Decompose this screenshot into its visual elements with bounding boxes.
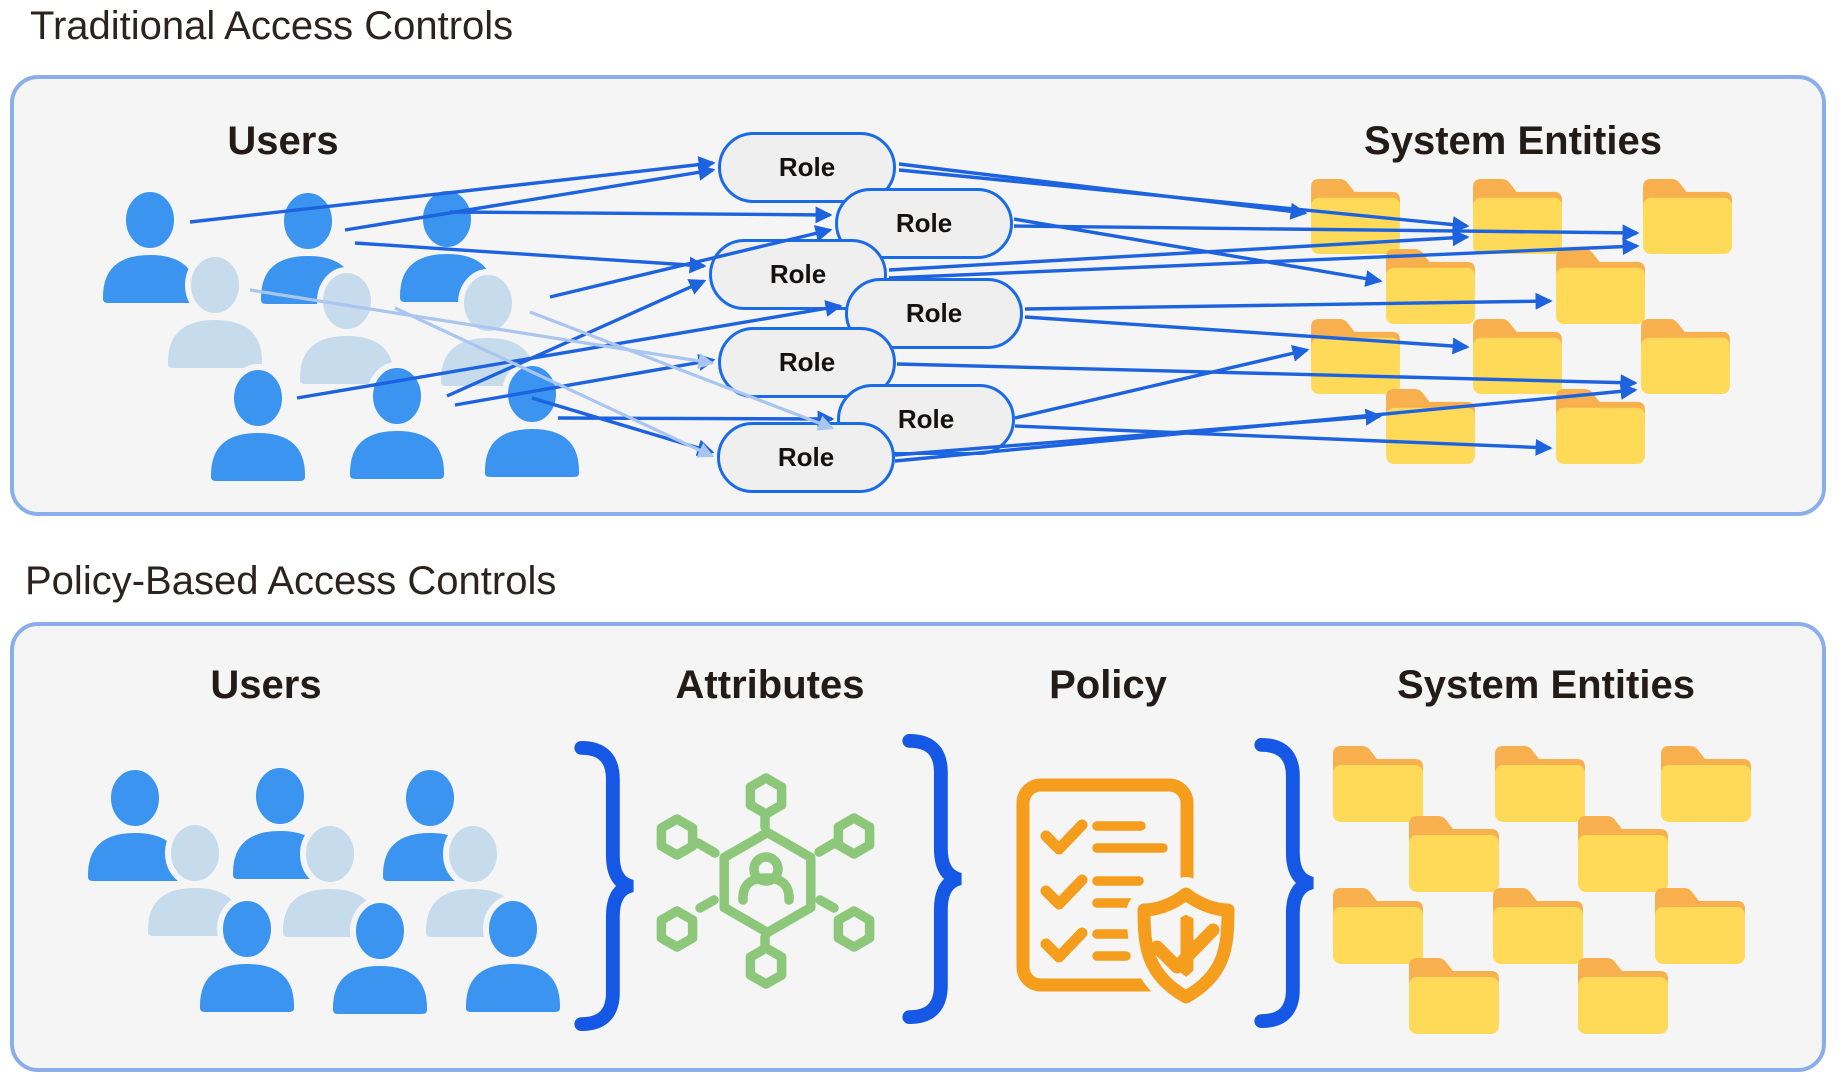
- folder-icon: [1490, 885, 1586, 967]
- folder-icon: [1383, 248, 1478, 325]
- curly-brace-icon: [900, 733, 962, 1025]
- role-label: Role: [769, 259, 827, 289]
- folder-icon: [1308, 178, 1403, 255]
- person-icon: [195, 895, 299, 1013]
- attributes-network-icon: [656, 773, 875, 989]
- folder-icon: [1575, 813, 1671, 895]
- folder-icon: [1640, 178, 1735, 255]
- policy-users-heading: Users: [210, 663, 322, 707]
- shield-check-icon: [1127, 877, 1243, 1014]
- traditional-system-entities-heading: System Entities: [1364, 119, 1662, 163]
- person-icon: [163, 251, 267, 369]
- folder-icon: [1406, 955, 1502, 1037]
- folder-icon: [1470, 318, 1565, 395]
- role-label: Role: [778, 347, 836, 377]
- folder-icon: [1553, 248, 1648, 325]
- role-node: Role: [717, 422, 895, 493]
- folder-icon: [1658, 743, 1754, 825]
- policy-based-section-title: Policy-Based Access Controls: [25, 559, 557, 603]
- attributes-heading: Attributes: [675, 663, 865, 707]
- folder-icon: [1383, 388, 1478, 465]
- folder-icon: [1575, 955, 1671, 1037]
- person-icon: [345, 362, 449, 480]
- person-icon: [206, 364, 310, 482]
- person-icon: [328, 897, 432, 1015]
- traditional-section-title: Traditional Access Controls: [30, 4, 514, 48]
- role-label: Role: [778, 152, 836, 182]
- folder-icon: [1553, 388, 1648, 465]
- policy-system-entities-heading: System Entities: [1397, 663, 1695, 707]
- folder-icon: [1470, 178, 1565, 255]
- role-label: Role: [897, 404, 955, 434]
- person-icon: [461, 895, 565, 1013]
- folder-icon: [1638, 318, 1733, 395]
- role-label: Role: [895, 208, 953, 238]
- person-icon: [480, 360, 584, 478]
- role-label: Role: [777, 442, 835, 472]
- folder-icon: [1406, 813, 1502, 895]
- curly-brace-icon: [1252, 737, 1314, 1029]
- folder-icon: [1492, 743, 1588, 825]
- traditional-users-heading: Users: [227, 119, 339, 163]
- policy-checklist-icon: [1016, 778, 1243, 1014]
- curly-brace-icon: [572, 740, 634, 1032]
- policy-heading: Policy: [1049, 663, 1167, 707]
- role-label: Role: [905, 298, 963, 328]
- role-node: Role: [718, 132, 896, 203]
- folder-icon: [1308, 318, 1403, 395]
